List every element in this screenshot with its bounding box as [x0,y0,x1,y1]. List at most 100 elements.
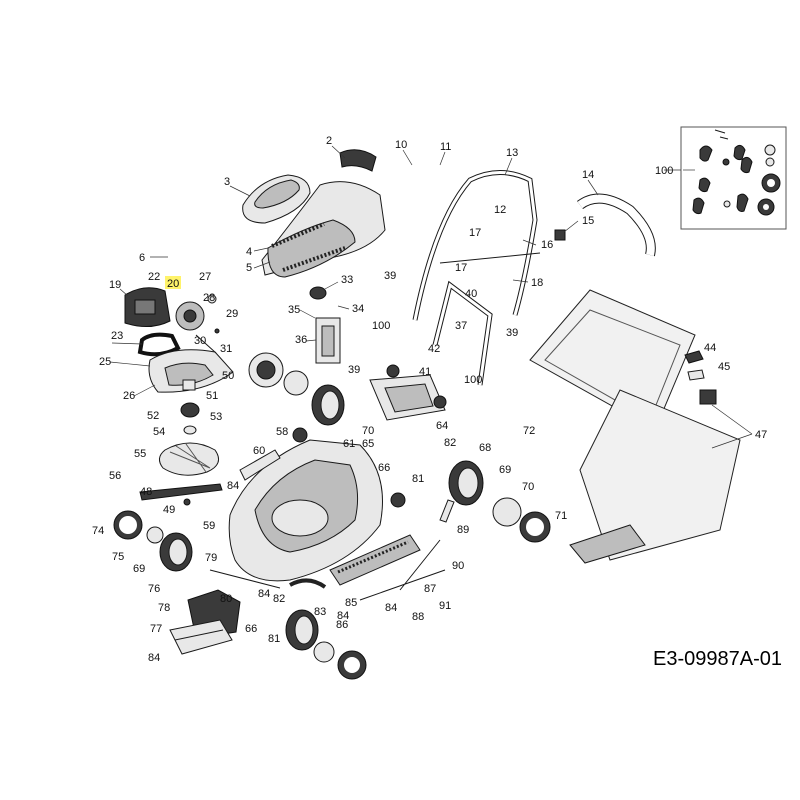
label-84a: 84 [227,480,239,492]
label-49: 49 [163,504,175,516]
label-25: 25 [99,356,111,368]
document-id: E3-09987A-01 [653,648,782,670]
label-48: 48 [140,486,152,498]
label-30: 30 [194,335,206,347]
label-13: 13 [506,147,518,159]
label-100c: 100 [464,374,482,386]
center-parts [248,286,406,508]
label-72: 72 [523,425,535,437]
label-79: 79 [205,552,217,564]
lower-linkage [209,499,455,680]
label-68: 68 [479,442,491,454]
label-6: 6 [139,252,145,264]
label-84b: 84 [258,588,270,600]
label-69b: 69 [133,563,145,575]
label-29: 29 [226,308,238,320]
label-27: 27 [199,271,211,283]
label-39b: 39 [506,327,518,339]
label-60: 60 [253,445,265,457]
label-71: 71 [555,510,567,522]
label-82a: 82 [444,437,456,449]
label-61: 61 [343,438,355,450]
label-33: 33 [341,274,353,286]
label-66b: 66 [245,623,257,635]
label-26: 26 [123,390,135,402]
label-86: 86 [336,619,348,631]
label-89: 89 [457,524,469,536]
mower-deck [228,439,421,586]
label-3: 3 [224,176,230,188]
label-88: 88 [412,611,424,623]
label-83: 83 [314,606,326,618]
top-cover-group [242,149,386,278]
label-17b: 17 [455,262,467,274]
label-65: 65 [362,438,374,450]
label-16: 16 [541,239,553,251]
label-20-highlighted: 20 [167,278,179,290]
label-17a: 17 [469,227,481,239]
label-74: 74 [92,525,104,537]
label-47: 47 [755,429,767,441]
label-39a: 39 [384,270,396,282]
label-34: 34 [352,303,364,315]
label-81b: 81 [268,633,280,645]
label-84c: 84 [337,610,349,622]
label-52: 52 [147,410,159,422]
label-84d: 84 [385,602,397,614]
label-19: 19 [109,279,121,291]
label-55: 55 [134,448,146,460]
grass-catcher [529,289,741,564]
label-100a: 100 [655,165,673,177]
label-84e: 84 [148,652,160,664]
label-2: 2 [326,135,332,147]
label-39c: 39 [348,364,360,376]
blade-fan-assembly [139,379,223,506]
part-number-labels: 2 3 4 5 6 10 11 12 13 14 15 16 17 17 18 … [92,135,767,664]
label-4: 4 [246,246,252,258]
battery-holder [169,589,241,655]
label-23: 23 [111,330,123,342]
right-wheels [448,460,551,543]
rear-flap [369,364,447,421]
label-56: 56 [109,470,121,482]
label-75: 75 [112,551,124,563]
label-28: 28 [203,292,215,304]
highlight-box [165,276,181,289]
label-12: 12 [494,204,506,216]
label-70a: 70 [522,481,534,493]
label-14: 14 [582,169,594,181]
label-22: 22 [148,271,160,283]
label-77: 77 [150,623,162,635]
label-91: 91 [439,600,451,612]
label-37: 37 [455,320,467,332]
label-85: 85 [345,597,357,609]
label-54: 54 [153,426,165,438]
label-80: 80 [220,593,232,605]
label-66a: 66 [378,462,390,474]
label-59: 59 [203,520,215,532]
label-51: 51 [206,390,218,402]
label-70b: 70 [362,425,374,437]
label-41: 41 [419,366,431,378]
label-44: 44 [704,342,716,354]
label-64: 64 [436,420,448,432]
label-31: 31 [220,343,232,355]
label-18: 18 [531,277,543,289]
label-100b: 100 [372,320,390,332]
label-76: 76 [148,583,160,595]
label-11: 11 [440,141,451,153]
label-81a: 81 [412,473,424,485]
hardware-kit-inset [680,126,787,230]
label-53: 53 [210,411,222,423]
label-10: 10 [395,139,407,151]
label-42: 42 [428,343,440,355]
label-58: 58 [276,426,288,438]
label-90: 90 [452,560,464,572]
handle-assembly [412,170,656,386]
label-5: 5 [246,262,252,274]
label-15: 15 [582,215,594,227]
label-36: 36 [295,334,307,346]
label-45: 45 [718,361,730,373]
label-40: 40 [465,288,477,300]
